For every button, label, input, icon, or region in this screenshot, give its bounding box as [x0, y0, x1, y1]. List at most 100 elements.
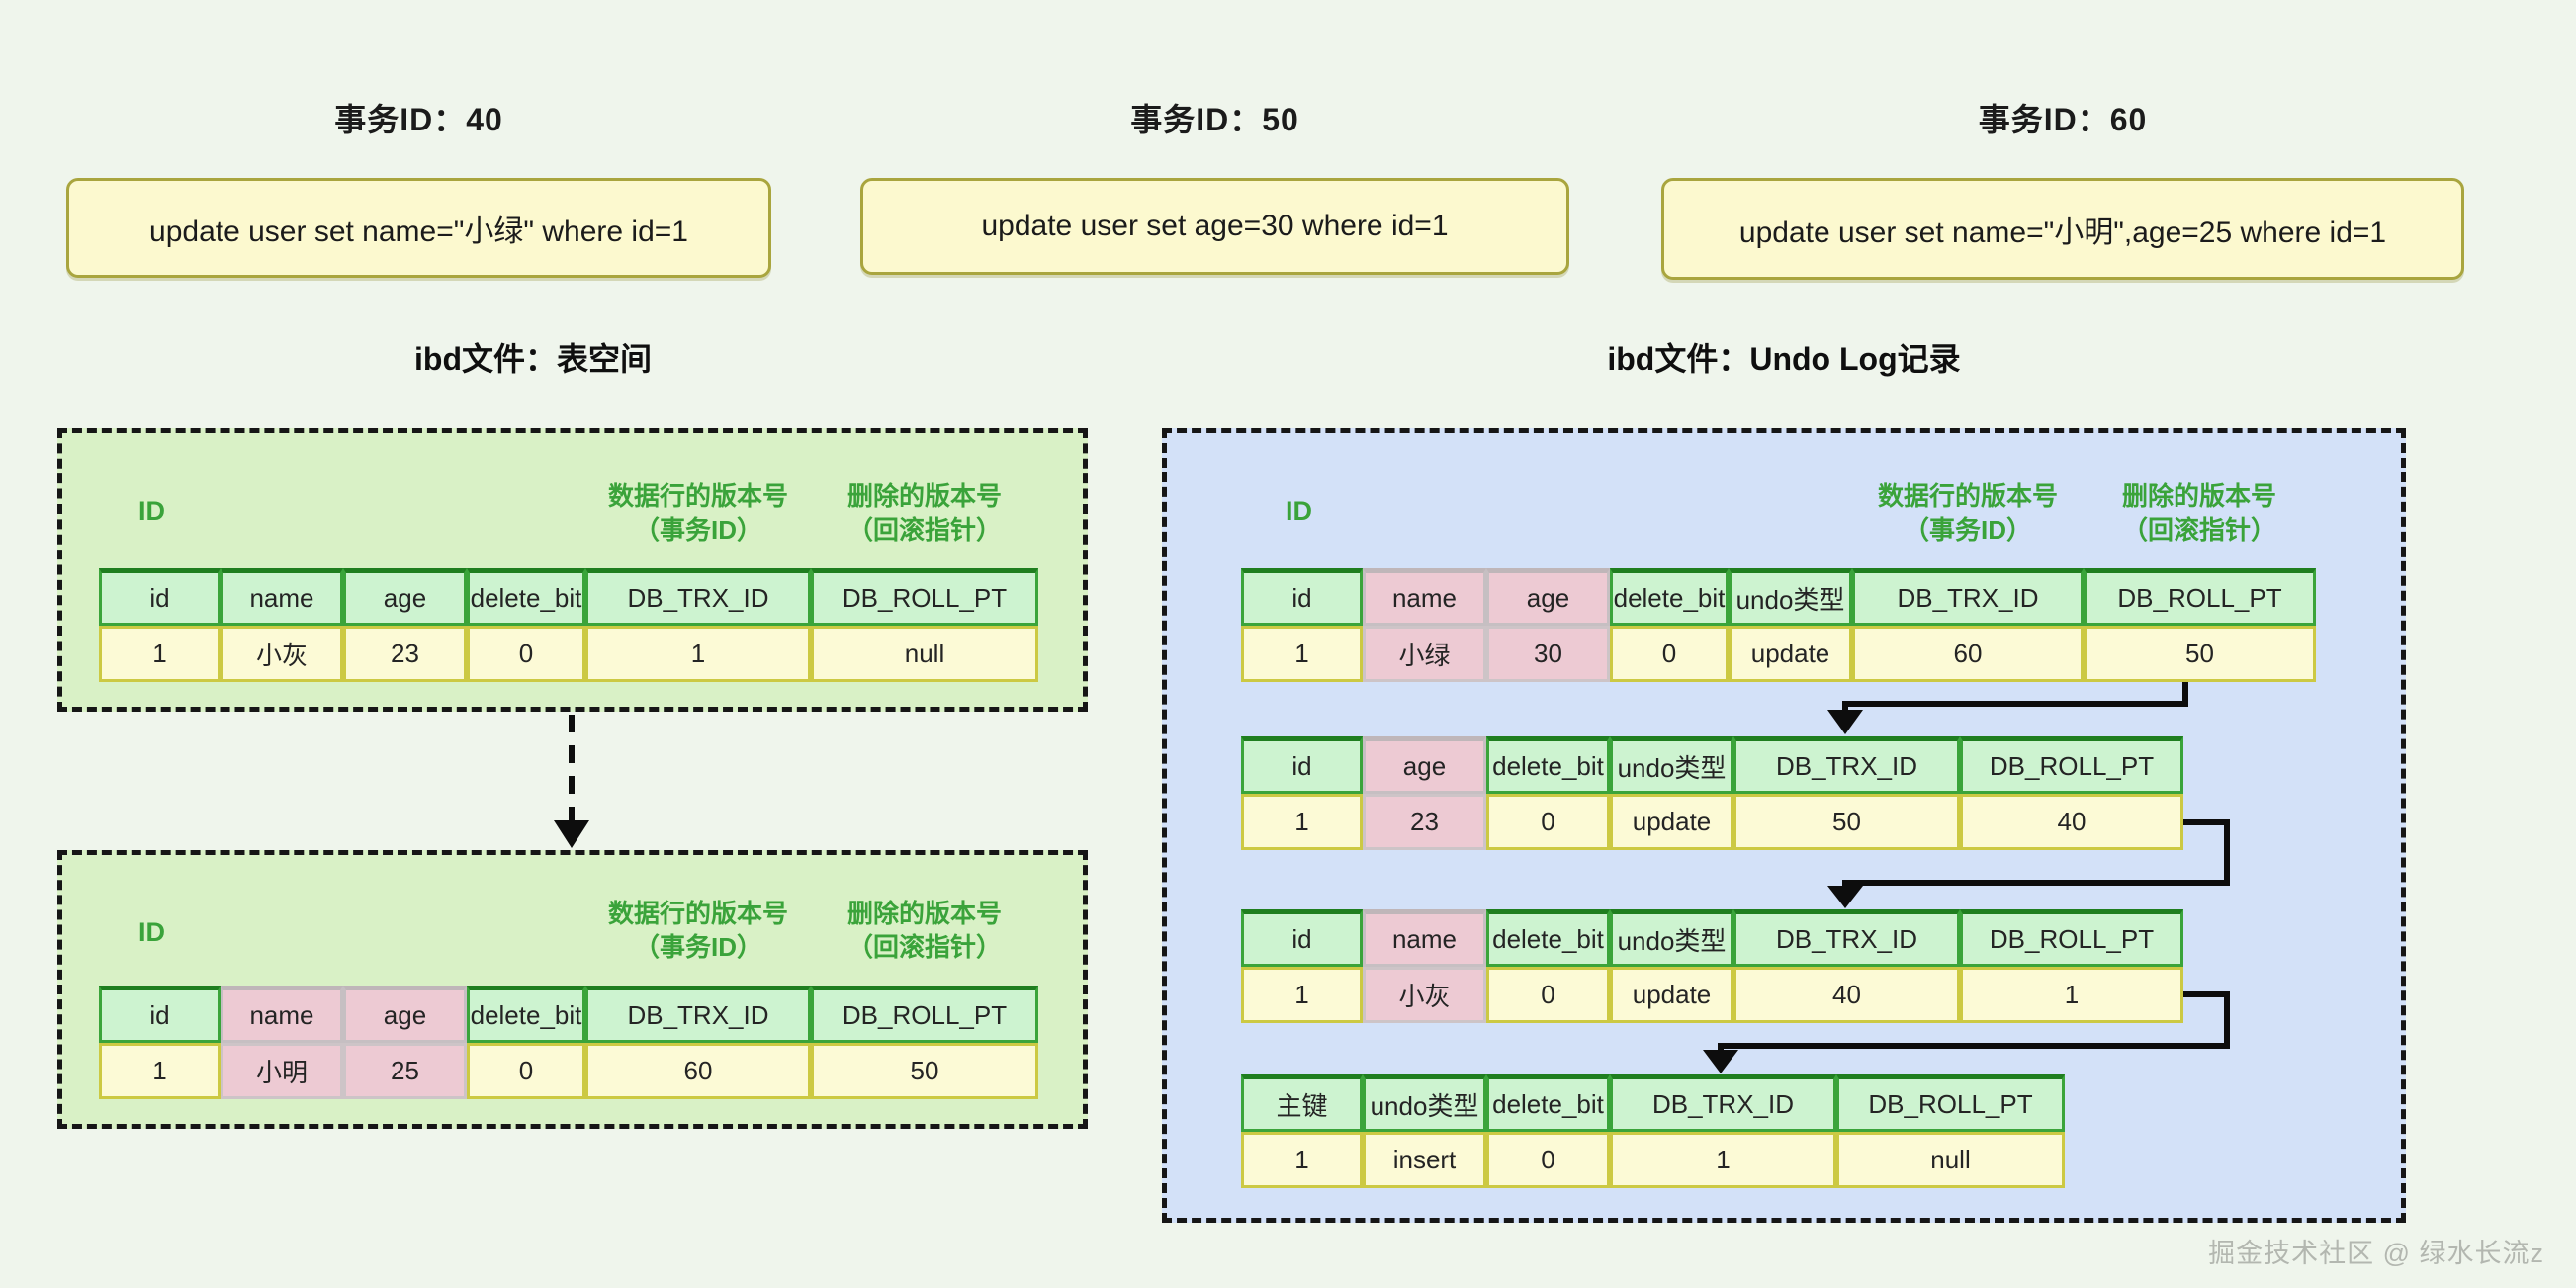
data-cell: 1: [99, 626, 221, 682]
header-cell: undo类型: [1363, 1074, 1486, 1132]
sql-statement-box-3: update user set name="小明",age=25 where i…: [1661, 178, 2464, 280]
header-cell: delete_bit: [467, 568, 585, 626]
header-cell: DB_TRX_ID: [1733, 909, 1960, 967]
id-column-label: ID: [1286, 496, 1312, 526]
data-cell: 25: [343, 1043, 467, 1099]
header-cell: delete_bit: [1486, 909, 1610, 967]
data-cell: 1: [1241, 967, 1363, 1023]
data-cell: 1: [585, 626, 811, 682]
data-cell: 1: [1241, 794, 1363, 850]
header-cell: delete_bit: [1486, 736, 1610, 794]
data-cell: 0: [1486, 1132, 1610, 1188]
header-cell: undo类型: [1729, 568, 1852, 626]
data-cell: 小明: [221, 1043, 343, 1099]
data-cell: insert: [1363, 1132, 1486, 1188]
header-cell: age: [343, 568, 467, 626]
data-cell: 0: [467, 626, 585, 682]
header-cell: DB_ROLL_PT: [2084, 568, 2316, 626]
header-cell: age: [343, 986, 467, 1043]
data-cell: 23: [1363, 794, 1486, 850]
header-cell: DB_ROLL_PT: [811, 568, 1038, 626]
header-cell: DB_TRX_ID: [585, 986, 811, 1043]
rollback-pointer-label-line1: 删除的版本号: [2121, 481, 2276, 511]
rollback-pointer-label-line2: （回滚指针）: [846, 931, 1002, 962]
rollback-pointer-label-line2: （回滚指针）: [2121, 514, 2276, 545]
rollback-pointer-label-line1: 删除的版本号: [846, 899, 1002, 928]
id-column-label: ID: [138, 917, 165, 947]
row-version-label: 数据行的版本号 （事务ID）: [525, 898, 871, 965]
data-cell: 50: [2084, 626, 2316, 682]
data-cell: 1: [1241, 1132, 1363, 1188]
data-cell: 50: [1733, 794, 1960, 850]
transaction-id-title-60: 事务ID：60: [1978, 102, 2148, 137]
data-cell: 1: [1241, 626, 1363, 682]
header-cell: delete_bit: [1486, 1074, 1610, 1132]
rollback-pointer-label-line1: 删除的版本号: [846, 481, 1002, 511]
header-cell: id: [99, 986, 221, 1043]
data-cell: 60: [1852, 626, 2084, 682]
rollback-pointer-label: 删除的版本号 （回滚指针）: [752, 480, 1098, 548]
header-cell: id: [1241, 736, 1363, 794]
header-cell: undo类型: [1610, 909, 1733, 967]
header-cell: name: [1363, 568, 1486, 626]
transaction-id-title-40: 事务ID：40: [334, 102, 503, 137]
data-cell: 小绿: [1363, 626, 1486, 682]
row-version-label-line1: 数据行的版本号: [607, 481, 788, 511]
data-cell: 0: [1486, 794, 1610, 850]
watermark: 掘金技术社区 @ 绿水长流z: [2208, 1239, 2544, 1268]
data-cell: 1: [1610, 1132, 1836, 1188]
header-cell: 主键: [1241, 1074, 1363, 1132]
rollback-pointer-label: 删除的版本号 （回滚指针）: [2026, 480, 2372, 548]
data-cell: 0: [1486, 967, 1610, 1023]
header-cell: DB_TRX_ID: [585, 568, 811, 626]
data-cell: update: [1729, 626, 1852, 682]
tablespace-update-arrowhead: [554, 820, 589, 848]
sql-statement-box-1: update user set name="小绿" where id=1: [66, 178, 771, 278]
header-cell: DB_ROLL_PT: [811, 986, 1038, 1043]
header-cell: id: [1241, 909, 1363, 967]
rollback-pointer-label-line2: （回滚指针）: [846, 514, 1002, 545]
header-cell: DB_TRX_ID: [1733, 736, 1960, 794]
header-cell: name: [221, 986, 343, 1043]
header-cell: delete_bit: [467, 986, 585, 1043]
sql-statement-box-2: update user set age=30 where id=1: [860, 178, 1569, 275]
header-cell: name: [1363, 909, 1486, 967]
row-version-label-line1: 数据行的版本号: [1877, 481, 2058, 511]
undolog-section-title: ibd文件：Undo Log记录: [1607, 341, 1961, 377]
row-version-label-line2: （事务ID）: [1903, 514, 2032, 545]
header-cell: DB_ROLL_PT: [1960, 736, 2183, 794]
id-column-label: ID: [138, 496, 165, 526]
data-cell: update: [1610, 967, 1733, 1023]
tablespace-section-title: ibd文件：表空间: [414, 341, 652, 377]
row-version-label-line2: （事务ID）: [633, 931, 762, 962]
data-cell: 50: [811, 1043, 1038, 1099]
header-cell: undo类型: [1610, 736, 1733, 794]
rollback-pointer-label: 删除的版本号 （回滚指针）: [752, 898, 1098, 965]
header-cell: id: [99, 568, 221, 626]
data-cell: 40: [1960, 794, 2183, 850]
data-cell: 1: [99, 1043, 221, 1099]
data-cell: 23: [343, 626, 467, 682]
data-cell: update: [1610, 794, 1733, 850]
header-cell: DB_ROLL_PT: [1836, 1074, 2065, 1132]
data-cell: 小灰: [221, 626, 343, 682]
